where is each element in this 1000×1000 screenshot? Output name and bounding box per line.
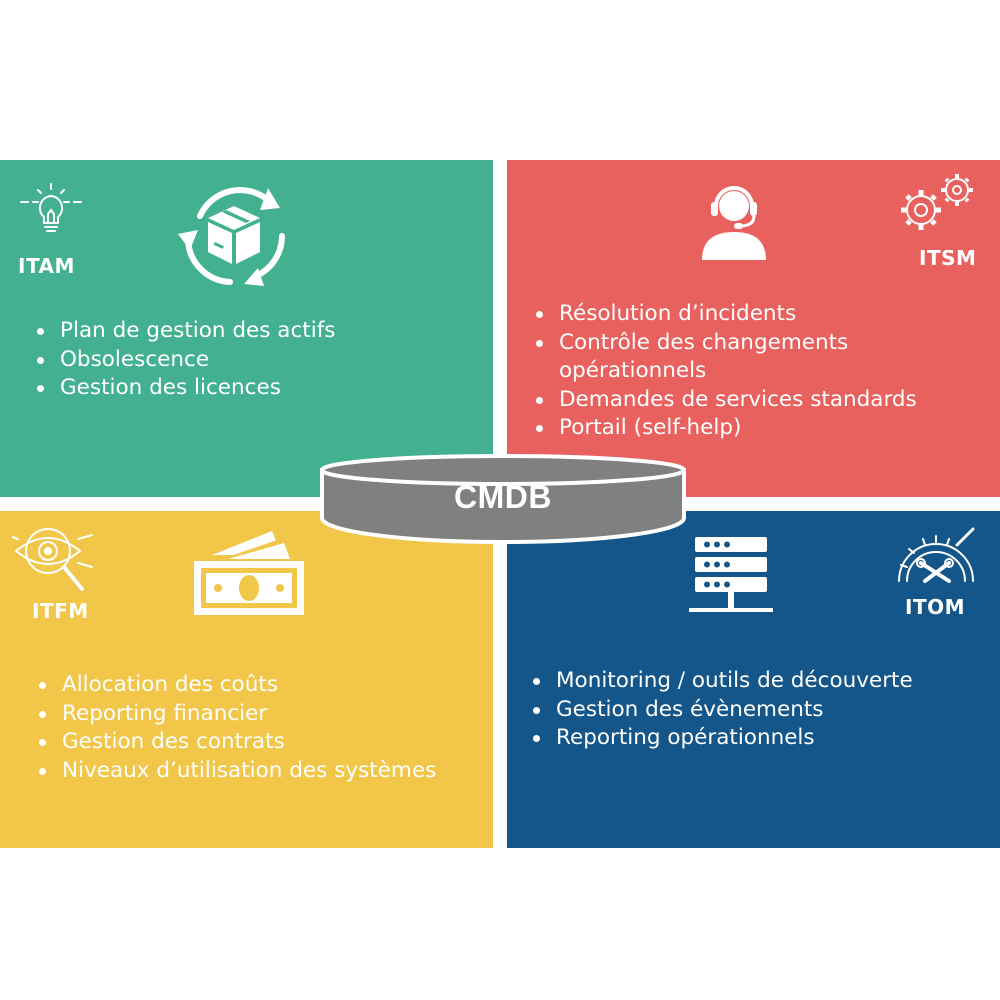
itfm-title: ITFM <box>32 599 89 623</box>
server-rack-icon <box>689 533 773 619</box>
itam-title: ITAM <box>18 254 75 278</box>
cmdb-disk: CMDB <box>318 452 688 548</box>
list-item: Plan de gestion des actifs <box>34 317 335 346</box>
itam-panel: ITAM Plan de gestion d <box>0 160 493 497</box>
list-item: Gestion des contrats <box>36 728 436 757</box>
money-bills-icon <box>192 525 306 617</box>
cmdb-title: CMDB <box>454 479 552 515</box>
list-item: Contrôle des changements opérationnels <box>533 329 899 386</box>
list-item: Monitoring / outils de découverte <box>530 667 913 696</box>
lightbulb-icon <box>16 182 86 238</box>
eye-magnifier-icon <box>12 519 96 599</box>
box-cycle-icon <box>172 178 296 290</box>
database-disk-icon <box>320 454 686 544</box>
itfm-list: Allocation des coûts Reporting financier… <box>36 671 436 785</box>
list-item: Portail (self-help) <box>533 414 917 443</box>
itfm-panel: ITFM Allocation des coûts Reporting fina… <box>0 511 493 848</box>
list-item: Gestion des évènements <box>530 696 913 725</box>
list-item: Demandes de services standards <box>533 386 917 415</box>
list-item: Gestion des licences <box>34 374 335 403</box>
itsm-panel: ITSM Résolution d’incidents Contrôle des… <box>507 160 1000 497</box>
gears-icon <box>891 168 983 240</box>
itsm-list: Résolution d’incidents Contrôle des chan… <box>533 300 917 443</box>
itam-list: Plan de gestion des actifs Obsolescence … <box>34 317 335 403</box>
list-item: Résolution d’incidents <box>533 300 917 329</box>
gauge-tools-icon <box>893 525 979 595</box>
list-item: Reporting financier <box>36 700 436 729</box>
list-item: Allocation des coûts <box>36 671 436 700</box>
list-item: Niveaux d’utilisation des systèmes <box>36 757 436 786</box>
itom-panel: ITOM Monitoring / outils de découverte G… <box>507 511 1000 848</box>
itom-title: ITOM <box>905 595 965 619</box>
itom-list: Monitoring / outils de découverte Gestio… <box>530 667 913 753</box>
list-item: Obsolescence <box>34 346 335 375</box>
list-item: Reporting opérationnels <box>530 724 913 753</box>
support-agent-icon <box>698 182 770 262</box>
itsm-title: ITSM <box>919 246 977 270</box>
